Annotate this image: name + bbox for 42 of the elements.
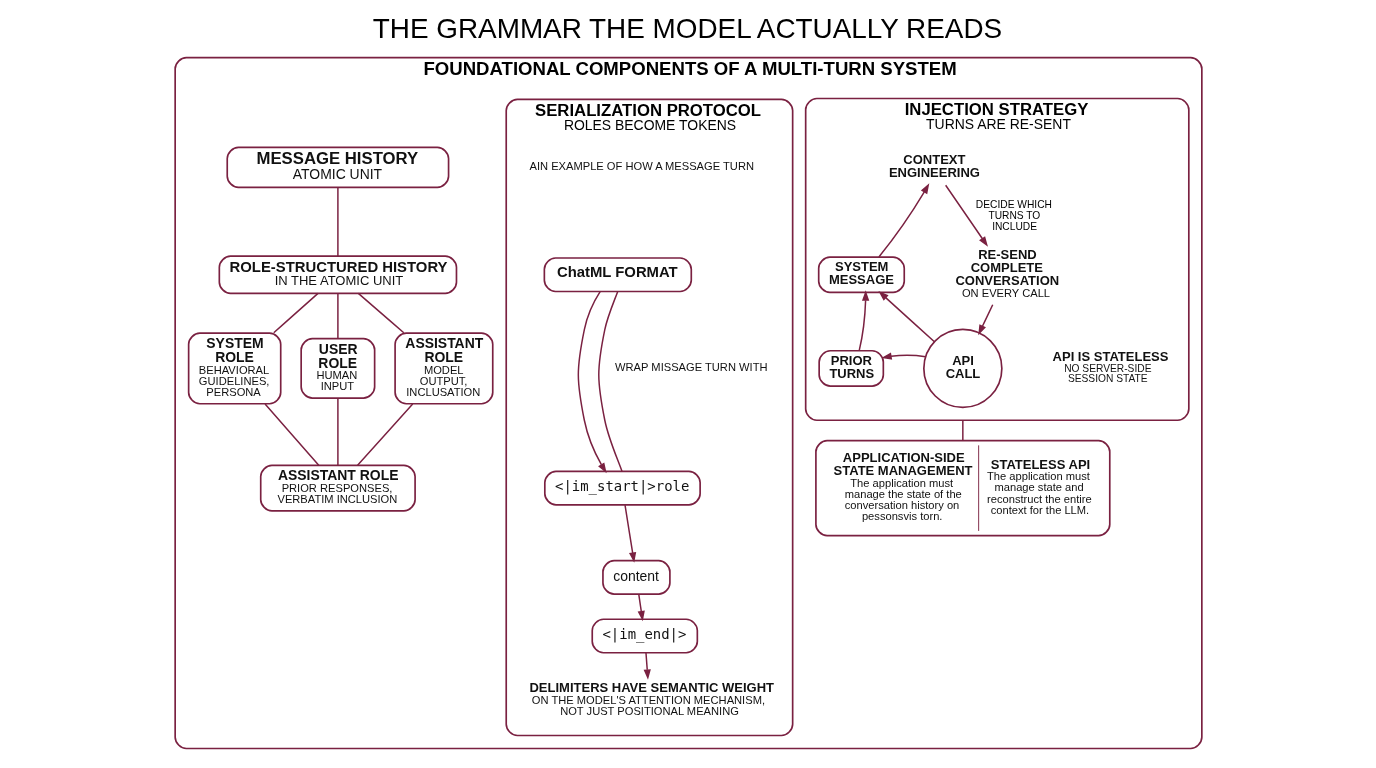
node-box: USER ROLE HUMAN INPUT xyxy=(299,337,375,399)
node-box: <|im_end|> xyxy=(590,618,698,654)
connector xyxy=(263,403,319,467)
node-box: MESSAGE HISTORY ATOMIC UNIT xyxy=(225,146,449,189)
arrow xyxy=(643,652,651,680)
arrow xyxy=(858,290,869,352)
node-box: APPLICATION-SIDE STATE MANAGEMENT The application must manage the state of the conversation history on pessonsvis torn. STATELESS API The application must manage state and reconstruct the entire context for the LLM. xyxy=(814,439,1111,537)
node-circle: API CALL xyxy=(922,328,1003,409)
node-box: SYSTEM MESSAGE xyxy=(817,256,905,294)
node-label: API IS STATELESS xyxy=(1052,349,1168,365)
node-box: SYSTEM ROLE BEHAVIORAL GUIDELINES, PERSONA xyxy=(187,332,282,405)
connector xyxy=(336,397,339,466)
label: WRAP MISSAGE TURN WITH xyxy=(614,361,768,374)
connector xyxy=(336,292,339,340)
node-text: CONTEXT ENGINEERING xyxy=(888,151,980,180)
arrow xyxy=(977,304,993,336)
arrow xyxy=(877,291,935,343)
edge-label: DECIDE WHICH TURNS TO INCLUDE xyxy=(975,198,1052,232)
arrow xyxy=(623,504,636,563)
node-box: ROLE-STRUCTURED HISTORY IN THE ATOMIC UNIT xyxy=(218,255,457,295)
connector xyxy=(597,290,623,472)
node-text: RE-SEND COMPLETE CONVERSATION ON EVERY CALL xyxy=(954,247,1059,299)
arrow xyxy=(637,593,645,622)
node-box: ASSISTANT ROLE PRIOR RESPONSES, VERBATIM INCLUSION xyxy=(259,464,416,512)
connector xyxy=(336,186,339,257)
node-box: ChatML FORMAT xyxy=(543,257,692,293)
node-box: ASSISTANT ROLE MODEL OUTPUT, INCLUSATION xyxy=(393,332,494,405)
node-text: DELIMITERS HAVE SEMANTIC WEIGHT ON THE MODEL'S ATTENTION MECHANISM, NOT JUST POSITIONAL MEANING xyxy=(528,679,774,717)
node-box: <|im_start|>role xyxy=(543,470,701,506)
connector xyxy=(272,292,319,334)
connector xyxy=(356,403,413,467)
label: AIN EXAMPLE OF HOW A MESSAGE TURN xyxy=(528,160,754,173)
arrow xyxy=(577,290,607,474)
node-box: content xyxy=(601,559,671,595)
arrow xyxy=(877,183,929,258)
connector xyxy=(357,292,405,334)
node-box: PRIOR TURNS xyxy=(817,349,884,387)
node-label: NO SERVER-SIDE SESSION STATE xyxy=(1063,362,1151,385)
diagram-title: THE GRAMMAR THE MODEL ACTUALLY READS xyxy=(372,13,1002,45)
arrow xyxy=(880,352,926,360)
arrow xyxy=(944,184,988,247)
connector xyxy=(961,419,964,442)
